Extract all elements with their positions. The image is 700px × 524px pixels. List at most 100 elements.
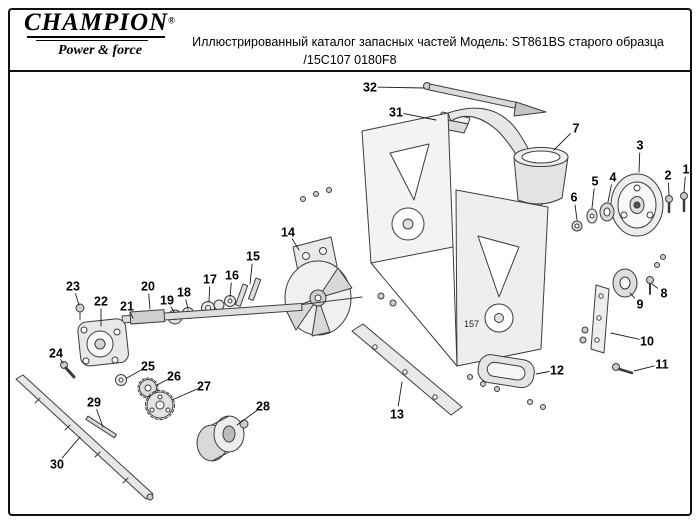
part-drawing-washer-5 (586, 208, 598, 224)
part-drawing-washer-25 (115, 374, 127, 386)
part-drawing-pulley-3 (610, 173, 664, 237)
part-drawing-pins-15 (234, 277, 262, 307)
leader-line-part-32 (377, 86, 425, 89)
part-number-2: 2 (665, 169, 672, 183)
leader-line-part-11 (633, 365, 655, 372)
leader-line-part-2 (667, 182, 670, 196)
leader-line-part-16 (229, 282, 232, 298)
logo-underline (27, 36, 165, 38)
champion-logo: CHAMPION® Power & force (24, 9, 175, 59)
leader-line-part-23 (74, 293, 80, 306)
part-drawing-chute-base-7 (513, 147, 569, 205)
part-drawing-shaft-29 (85, 415, 118, 439)
part-number-25: 25 (141, 360, 155, 374)
part-drawing-drive-bar-30 (15, 374, 154, 501)
leader-line-part-6 (574, 204, 578, 221)
brand-name: CHAMPION (24, 9, 169, 36)
logo-underline-2 (36, 40, 148, 41)
part-number-8: 8 (661, 287, 668, 301)
leader-line-part-13 (397, 381, 403, 407)
part-number-29: 29 (87, 396, 101, 410)
part-number-10: 10 (640, 335, 654, 349)
leader-line-part-31 (403, 113, 437, 121)
housing-stamp: 157 (464, 319, 479, 329)
part-number-26: 26 (167, 370, 181, 384)
leader-line-part-14 (291, 238, 300, 251)
part-drawing-bolt-2 (665, 195, 673, 214)
leader-line-part-25 (126, 369, 142, 379)
leader-line-part-7 (553, 133, 571, 151)
part-drawing-auger-shaft-20-21 (121, 302, 303, 325)
leader-line-part-17 (208, 286, 211, 303)
part-number-20: 20 (141, 280, 155, 294)
catalog-title: Иллюстрированный каталог запасных частей… (192, 35, 664, 49)
leader-line-part-12 (535, 371, 550, 375)
leader-line-part-3 (638, 152, 641, 173)
part-number-31: 31 (389, 106, 403, 120)
part-number-6: 6 (571, 191, 578, 205)
part-drawing-impeller (284, 260, 363, 337)
leader-line-part-28 (236, 410, 257, 426)
part-number-18: 18 (177, 286, 191, 300)
part-drawing-crank-rod-32 (423, 82, 547, 117)
part-number-27: 27 (197, 380, 211, 394)
leader-line-part-29 (96, 409, 104, 428)
leader-line-part-15 (249, 263, 253, 285)
leader-line-part-26 (156, 379, 168, 386)
header-divider (8, 70, 692, 72)
part-number-19: 19 (160, 294, 174, 308)
leader-line-part-30 (61, 436, 81, 459)
leader-line-part-9 (629, 292, 636, 299)
part-drawing-bolt-1 (680, 192, 688, 213)
part-drawing-bolt-8 (646, 254, 666, 295)
part-number-5: 5 (592, 175, 599, 189)
part-drawing-gearbox-22 (77, 318, 129, 367)
brand-line: CHAMPION® (24, 9, 175, 36)
part-drawing-bolt-24 (60, 361, 76, 379)
part-drawing-bolt-11 (612, 363, 634, 375)
part-number-23: 23 (66, 280, 80, 294)
part-drawing-sprocket-27 (145, 390, 175, 420)
part-drawing-roller-28 (196, 415, 249, 462)
brand-tagline: Power & force (58, 43, 142, 58)
part-labels-layer: 1234567891011121314151617181920212223242… (49, 81, 689, 472)
leader-line-part-27 (171, 388, 198, 401)
part-number-30: 30 (50, 458, 64, 472)
leader-line-part-18 (185, 299, 189, 310)
part-number-22: 22 (94, 295, 108, 309)
part-number-9: 9 (637, 298, 644, 312)
part-number-15: 15 (246, 250, 260, 264)
part-number-3: 3 (637, 139, 644, 153)
part-drawing-washer-6 (571, 220, 583, 232)
part-number-12: 12 (550, 364, 564, 378)
registered-mark-icon: ® (168, 15, 175, 26)
part-drawing-auger-housing: 157 (300, 112, 549, 410)
part-drawing-scraper-bar-13 (351, 323, 463, 416)
leader-line-part-24 (60, 359, 64, 364)
part-number-28: 28 (256, 400, 270, 414)
part-number-24: 24 (49, 347, 63, 361)
part-drawing-fitting-23 (75, 303, 85, 321)
part-number-21: 21 (120, 300, 134, 314)
leader-line-part-20 (148, 293, 151, 310)
leader-line-part-1 (683, 176, 686, 193)
part-drawing-bracket-10 (579, 284, 610, 354)
part-drawing-skid-12 (477, 354, 535, 389)
part-number-32: 32 (363, 81, 377, 95)
leader-line-part-19 (170, 306, 175, 313)
part-number-7: 7 (573, 122, 580, 136)
part-drawing-hub-4 (599, 202, 615, 222)
part-number-16: 16 (225, 269, 239, 283)
leader-line-part-10 (610, 332, 640, 340)
part-number-4: 4 (610, 171, 617, 185)
part-number-13: 13 (390, 408, 404, 422)
leader-line-part-5 (591, 188, 595, 209)
part-number-1: 1 (683, 163, 690, 177)
leader-line-part-8 (651, 283, 659, 289)
part-number-17: 17 (203, 273, 217, 287)
leader-line-part-21 (130, 312, 134, 319)
part-drawing-roller-9 (612, 268, 638, 298)
catalog-model-code: /15C107 0180F8 (303, 53, 397, 67)
